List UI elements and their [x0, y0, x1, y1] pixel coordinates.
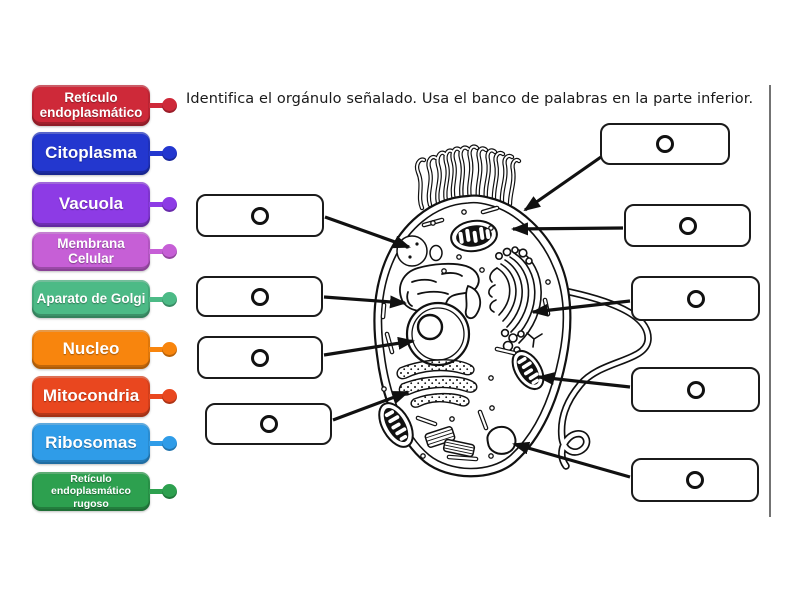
- answer-slot-marker: [251, 348, 269, 367]
- nucleus-drawing: [405, 301, 471, 367]
- pointer-lines: [323, 155, 631, 479]
- answer-slot-left-3[interactable]: [197, 336, 323, 379]
- answer-slot-marker: [656, 135, 674, 153]
- answer-slot-marker: [686, 289, 705, 308]
- word-label-text: Nucleo: [62, 339, 120, 359]
- pointer-line-right-2: [511, 222, 624, 236]
- answer-slot-right-3[interactable]: [631, 276, 760, 321]
- word-label-ribosomas[interactable]: Ribosomas: [32, 423, 177, 464]
- connector-dot-icon: [162, 98, 177, 113]
- word-label-citoplasma[interactable]: Citoplasma: [32, 132, 177, 175]
- vacuole-drawing: [486, 425, 517, 455]
- connector-stub: [149, 489, 163, 494]
- mitochondrion-top-drawing: [450, 219, 498, 253]
- answer-slot-right-4[interactable]: [631, 367, 760, 412]
- connector-dot-icon: [162, 389, 177, 404]
- pointer-line-left-1: [324, 215, 411, 249]
- word-label-nucleo[interactable]: Nucleo: [32, 330, 177, 369]
- word-label-text: Aparato de Golgi: [36, 290, 146, 306]
- answer-slot-left-2[interactable]: [196, 276, 323, 317]
- answer-slot-marker: [250, 287, 269, 306]
- cytoskeleton-rods-drawing: [380, 205, 551, 462]
- connector-dot-icon: [162, 436, 177, 451]
- answer-slot-right-2[interactable]: [624, 204, 751, 247]
- word-label-text: Retículo endoplasmático: [39, 89, 143, 120]
- word-label-reticulo-endoplasmatico[interactable]: Retículo endoplasmático: [32, 85, 177, 126]
- connector-dot-icon: [162, 342, 177, 357]
- word-label-text: Citoplasma: [45, 143, 137, 163]
- connector-stub: [149, 296, 163, 302]
- word-label-membrana-celular[interactable]: Membrana Celular: [32, 232, 177, 271]
- pointer-line-left-2: [323, 295, 407, 309]
- word-label-aparato-de-golgi[interactable]: Aparato de Golgi: [32, 280, 177, 318]
- pointer-line-right-5: [512, 441, 631, 479]
- flagellum-drawing: [556, 286, 652, 470]
- answer-slot-marker: [686, 471, 704, 489]
- connector-stub: [149, 249, 163, 254]
- pointer-line-left-3: [323, 336, 415, 357]
- word-label-text: Mitocondria: [42, 386, 140, 406]
- answer-slot-marker: [259, 415, 278, 433]
- worksheet-border: [769, 85, 771, 517]
- answer-slot-left-1[interactable]: [196, 194, 324, 237]
- word-label-reticulo-endoplasmatico-rugoso[interactable]: Retículo endoplasmático rugoso: [32, 472, 177, 511]
- word-label-text: Vacuola: [58, 194, 124, 214]
- endoplasmic-reticulum-drawing: [399, 262, 482, 320]
- word-label-mitocondria[interactable]: Mitocondria: [32, 376, 177, 417]
- connector-stub: [149, 347, 163, 352]
- mitochondrion-right-drawing: [511, 349, 545, 391]
- connector-dot-icon: [162, 146, 177, 161]
- cilia-drawing: [414, 144, 522, 211]
- word-label-vacuola[interactable]: Vacuola: [32, 182, 177, 227]
- connector-dot-icon: [162, 484, 177, 499]
- mitochondrion-left-drawing: [378, 402, 414, 448]
- pointer-line-right-4: [537, 372, 631, 389]
- connector-stub: [149, 394, 163, 399]
- rough-er-drawing: [396, 359, 478, 408]
- answer-slot-right-1[interactable]: [600, 123, 730, 165]
- pointer-line-right-1: [523, 155, 602, 212]
- nucleolus-drawing: [416, 313, 444, 341]
- connector-dot-icon: [162, 197, 177, 212]
- connector-dot-icon: [162, 291, 177, 307]
- connector-stub: [149, 441, 163, 446]
- answer-slot-left-4[interactable]: [205, 403, 332, 445]
- word-label-text: Membrana Celular: [57, 235, 125, 266]
- connector-stub: [149, 151, 163, 156]
- word-label-text: Ribosomas: [45, 433, 137, 453]
- instruction-text: Identifica el orgánulo señalado. Usa el …: [186, 91, 754, 107]
- centrioles-drawing: [424, 426, 476, 458]
- word-label-text: Retículo endoplasmático rugoso: [51, 473, 131, 510]
- golgi-apparatus-drawing: [488, 246, 542, 354]
- pointer-line-right-3: [531, 299, 631, 317]
- answer-slot-marker: [678, 216, 697, 235]
- connector-dot-icon: [162, 244, 177, 259]
- answer-slot-right-5[interactable]: [631, 458, 759, 502]
- connector-stub: [149, 103, 163, 108]
- ribosome-dots-drawing: [381, 209, 551, 459]
- answer-slot-marker: [251, 206, 269, 225]
- connector-stub: [149, 202, 163, 207]
- pointer-line-left-4: [332, 390, 410, 422]
- answer-slot-marker: [686, 380, 705, 399]
